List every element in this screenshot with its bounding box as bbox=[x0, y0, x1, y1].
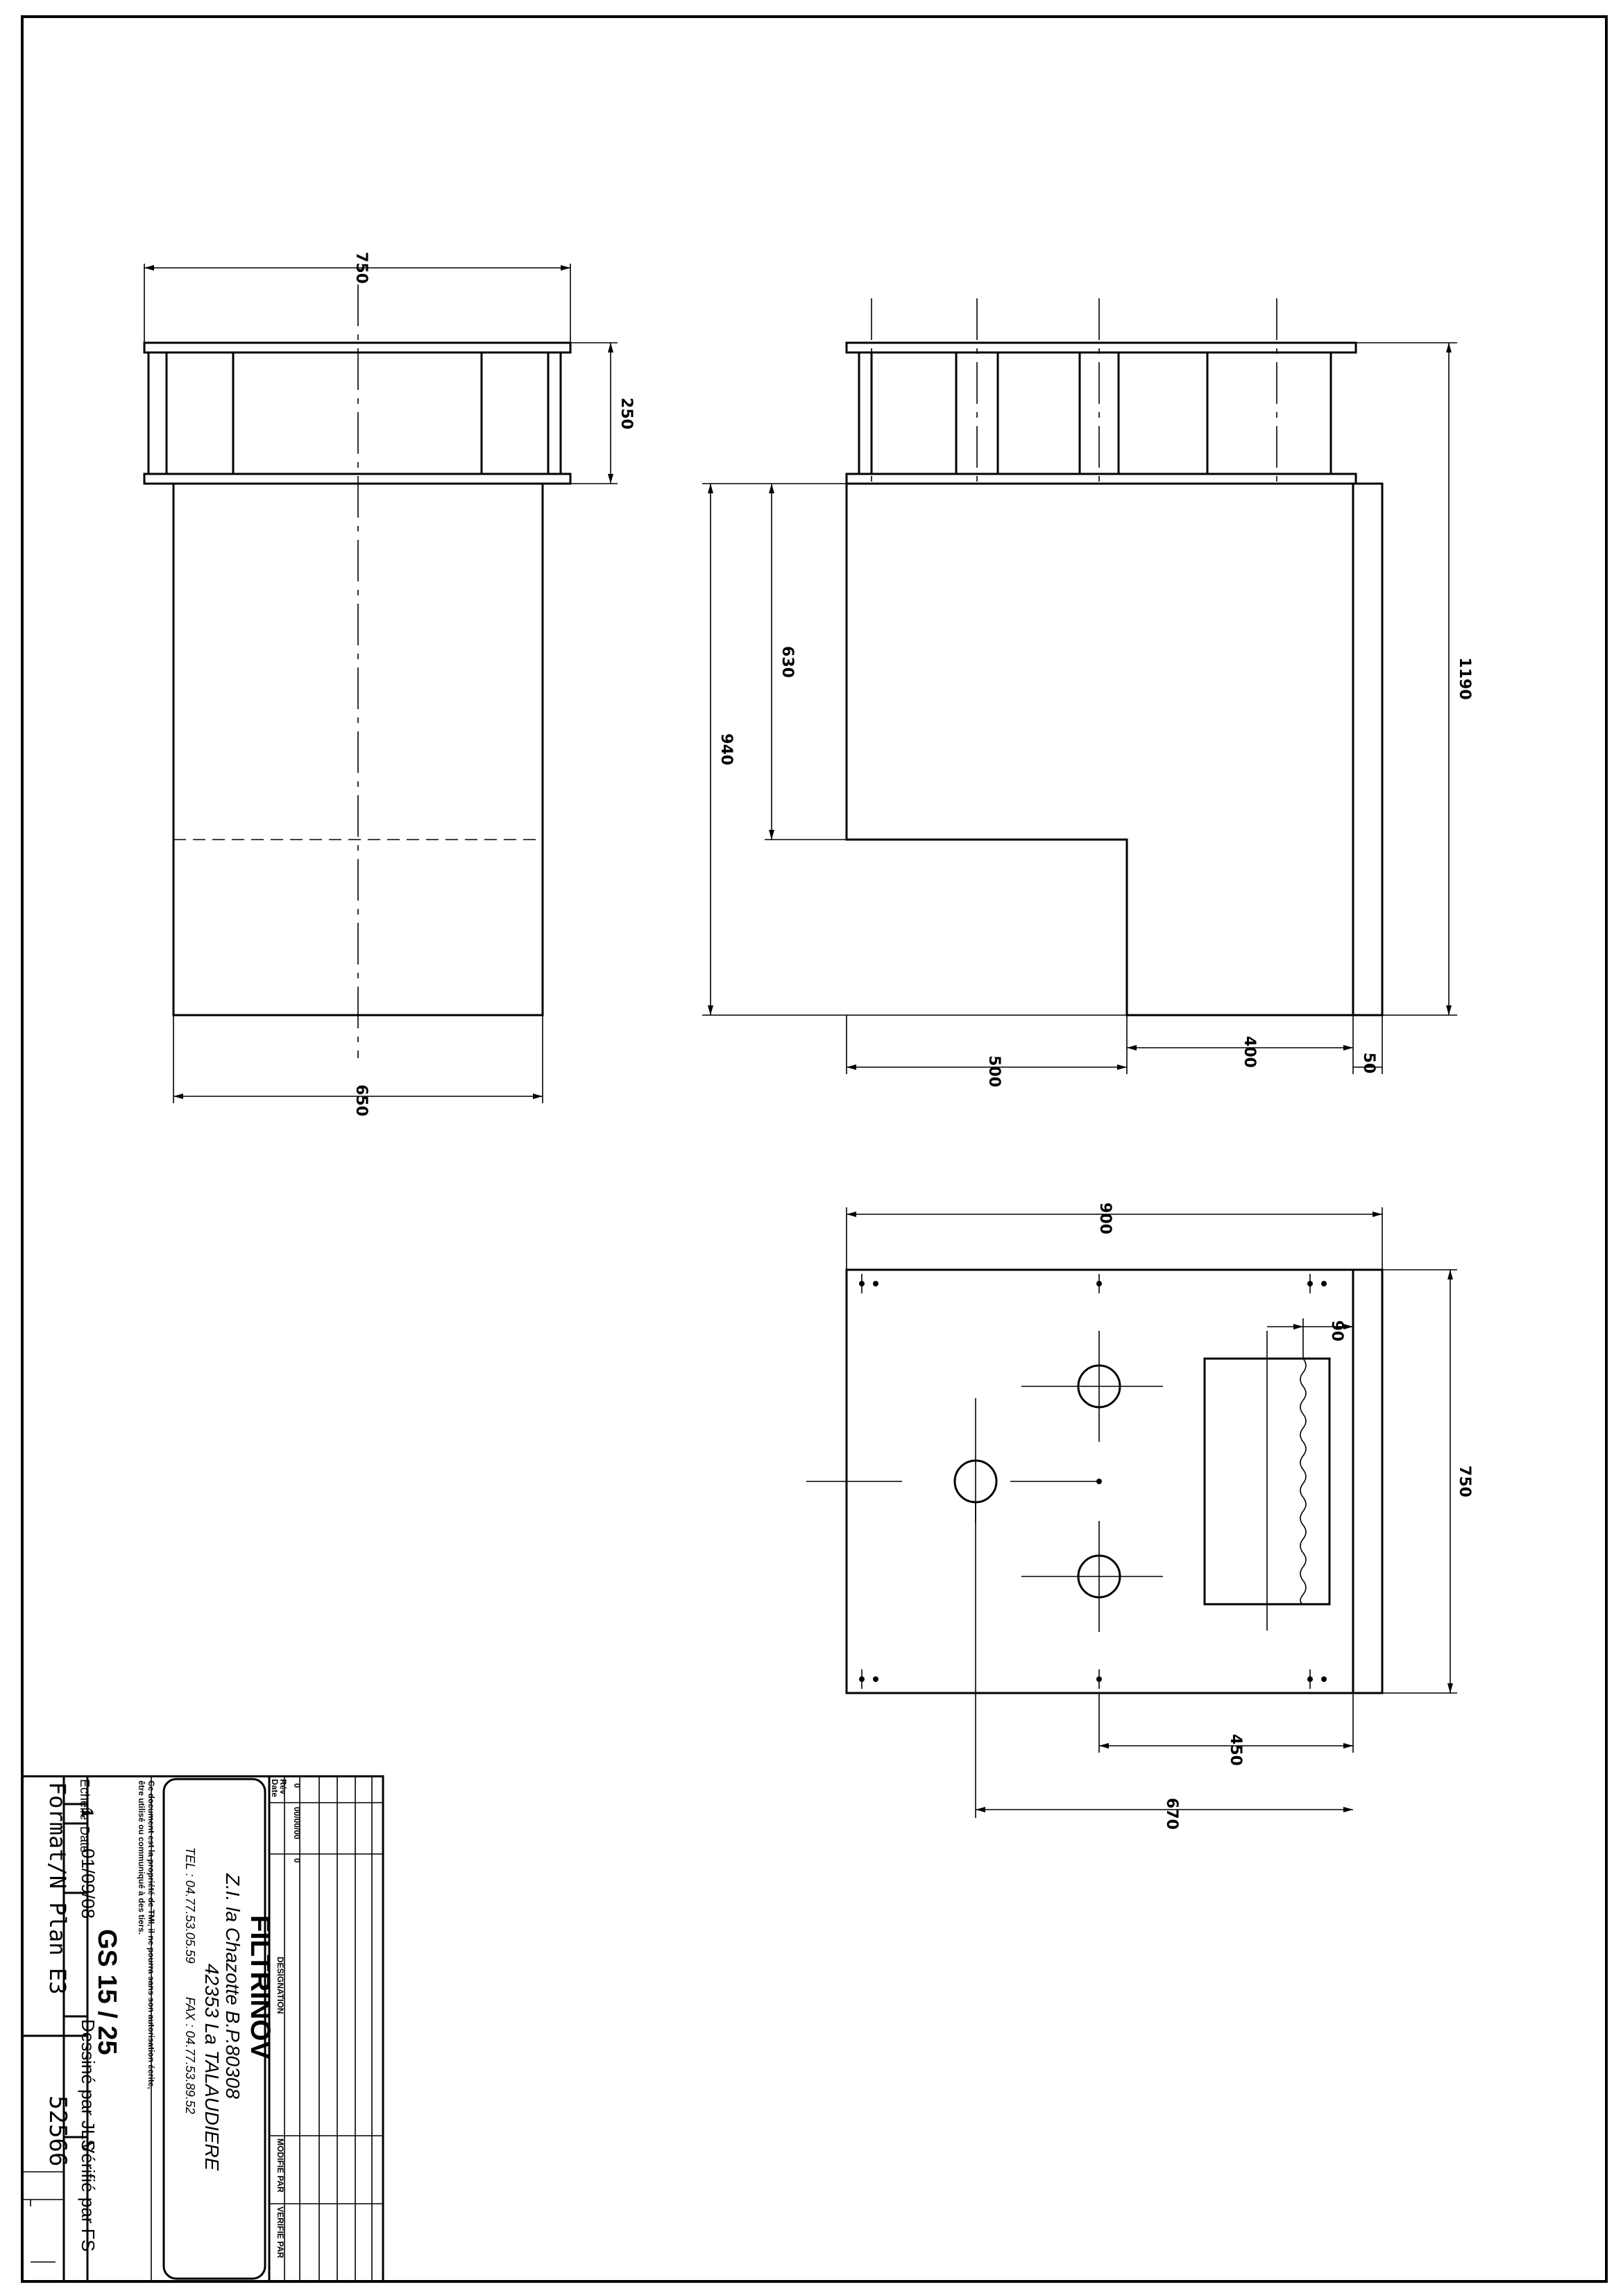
scale-label: Echelle bbox=[78, 1779, 92, 1820]
rev-header: Rév bbox=[278, 1779, 288, 1794]
dim-450: 450 bbox=[1227, 1734, 1244, 1766]
plan-view: 900 750 90 450 670 bbox=[806, 1202, 1473, 1830]
dim-50: 50 bbox=[1360, 1053, 1377, 1074]
rev-first-date: 00/00/00 bbox=[292, 1807, 302, 1839]
property-notice-1: Ce document est la propriété de TMI, il … bbox=[146, 1780, 156, 2089]
dim-1190: 1190 bbox=[1456, 657, 1473, 699]
rev-first-des: 0 bbox=[292, 1858, 302, 1863]
dim-750-side: 750 bbox=[352, 252, 370, 284]
company-tel: TEL : 04.77.53.05.59 bbox=[183, 1847, 197, 1964]
date-value: 01/09/08 bbox=[78, 1848, 99, 1919]
title-block: FILTRINOV Z.I. la Chazotte B.P.80308 423… bbox=[21, 1775, 384, 2283]
dim-940: 940 bbox=[717, 733, 735, 765]
dim-900: 900 bbox=[1096, 1202, 1114, 1234]
designation-header: DESIGNATION bbox=[275, 1957, 285, 2014]
dim-250: 250 bbox=[618, 398, 635, 430]
dim-750-plan: 750 bbox=[1456, 1465, 1473, 1497]
format-value: E3 bbox=[44, 1968, 71, 1995]
side-view: 750 250 650 bbox=[143, 252, 635, 1116]
dim-500: 500 bbox=[985, 1055, 1003, 1087]
front-view: 1190 940 630 500 400 50 bbox=[702, 298, 1473, 1087]
property-notice-2: être utilisé ou communiqué à des tiers. bbox=[137, 1780, 146, 1934]
dim-90: 90 bbox=[1328, 1320, 1345, 1342]
dim-400: 400 bbox=[1241, 1036, 1258, 1068]
drawn-by: Dessiné par JLS bbox=[78, 2019, 99, 2152]
drawing-title: GS 15 / 25 bbox=[92, 1929, 121, 2055]
scale-value: 1 bbox=[78, 1808, 96, 1817]
company-fax: FAX : 04.77.53.89.52 bbox=[183, 1997, 197, 2114]
format-label: Format/N Plan bbox=[44, 1782, 71, 1955]
dim-670: 670 bbox=[1163, 1798, 1180, 1830]
dim-630: 630 bbox=[779, 646, 796, 678]
company-address-1: Z.I. la Chazotte B.P.80308 bbox=[222, 1873, 244, 2099]
checked-header: VERIFIE PAR bbox=[275, 2206, 285, 2259]
date-label: Date bbox=[78, 1826, 92, 1853]
company-address-2: 42353 La TALAUDIERE bbox=[201, 1964, 223, 2171]
rev-first: 0 bbox=[292, 1783, 302, 1788]
corner-holes bbox=[859, 1274, 1327, 1689]
plan-number: 52566 bbox=[44, 2095, 71, 2166]
checked-by: Vérifié par FS bbox=[78, 2141, 99, 2252]
date-header: Date bbox=[270, 1779, 280, 1797]
dim-650: 650 bbox=[352, 1085, 370, 1116]
sheet-border bbox=[21, 15, 1608, 2283]
company-name: FILTRINOV bbox=[245, 1915, 275, 2059]
modified-by-header: MODIFIE PAR bbox=[275, 2138, 285, 2193]
